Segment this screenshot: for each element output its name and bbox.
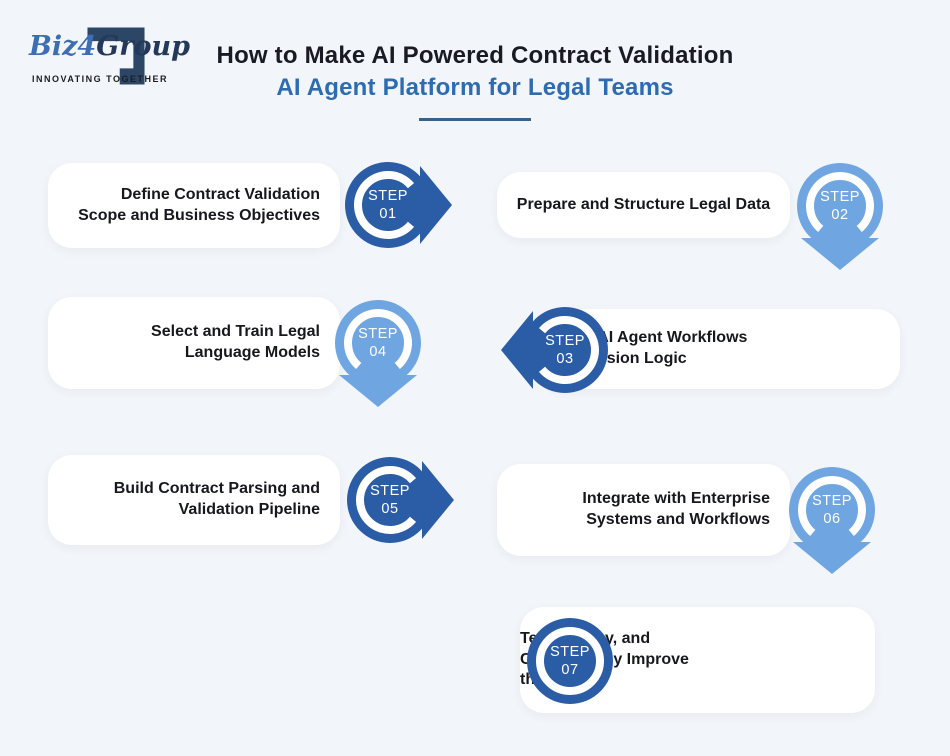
- step-word: STEP: [550, 643, 590, 660]
- step-badge-5: STEP 05: [324, 434, 456, 566]
- step-word: STEP: [370, 482, 410, 499]
- step-badge-label: STEP 02: [774, 140, 906, 272]
- page-title-line1: How to Make AI Powered Contract Validati…: [216, 42, 734, 69]
- step-number: 05: [381, 501, 399, 517]
- step-number: 01: [379, 206, 397, 222]
- step-number: 06: [823, 511, 841, 527]
- step-number: 07: [561, 662, 579, 678]
- step-card-6: Integrate with Enterprise Systems and Wo…: [497, 464, 790, 556]
- step-badge-1: STEP 01: [322, 139, 454, 271]
- step-text-4: Select and Train Legal Language Models: [151, 323, 320, 361]
- step-number: 02: [831, 207, 849, 223]
- step-card-2: Prepare and Structure Legal Data: [497, 172, 790, 238]
- step-card-4: Select and Train Legal Language Models: [48, 297, 340, 389]
- page-title-line2: AI Agent Platform for Legal Teams: [276, 74, 674, 101]
- step-badge-label: STEP 05: [324, 434, 456, 566]
- step-badge-2: STEP 02: [774, 140, 906, 272]
- logo-bracket-icon: [87, 27, 145, 85]
- step-word: STEP: [545, 332, 585, 349]
- step-badge-6: STEP 06: [766, 444, 898, 576]
- circle-arrow-left-icon: [501, 307, 608, 393]
- step-badge-7: STEP 07: [504, 595, 636, 727]
- step-badge-label: STEP 04: [312, 277, 444, 409]
- step-word: STEP: [820, 188, 860, 205]
- circle-arrow-right-icon: [347, 457, 454, 543]
- circle-arrow-down-icon: [335, 300, 421, 407]
- step-text-6: Integrate with Enterprise Systems and Wo…: [582, 490, 770, 528]
- step-badge-label: STEP 03: [499, 284, 631, 416]
- step-card-5: Build Contract Parsing and Validation Pi…: [48, 455, 340, 545]
- logo-text-4: 4: [77, 31, 97, 62]
- step-badge-4: STEP 04: [312, 277, 444, 409]
- logo-tagline: INNOVATING TOGETHER: [32, 74, 169, 84]
- step-word: STEP: [812, 492, 852, 509]
- circle-arrow-right-icon: [345, 162, 452, 248]
- step-word: STEP: [368, 187, 408, 204]
- logo-text-biz: Biz: [29, 31, 78, 62]
- step-word: STEP: [358, 325, 398, 342]
- step-text-5: Build Contract Parsing and Validation Pi…: [113, 480, 320, 518]
- logo-text-group: Group: [96, 31, 191, 62]
- circle-arrow-down-icon: [789, 467, 875, 574]
- step-text-2: Prepare and Structure Legal Data: [516, 195, 771, 213]
- step-text-1: Define Contract Validation Scope and Bus…: [78, 185, 320, 224]
- biz4group-logo: Biz4Group INNOVATING TOGETHER: [25, 15, 190, 105]
- step-badge-label: STEP 01: [322, 139, 454, 271]
- logo-wordmark: Biz4Group: [29, 31, 190, 62]
- step-badge-label: STEP 06: [766, 444, 898, 576]
- title-underline: [419, 118, 531, 121]
- circle-arrow-down-icon: [797, 163, 883, 270]
- circle-ring-icon: [527, 618, 613, 704]
- step-number: 03: [556, 351, 574, 367]
- step-badge-3: STEP 03: [499, 284, 631, 416]
- step-card-1: Define Contract Validation Scope and Bus…: [48, 163, 340, 248]
- step-number: 04: [369, 344, 387, 360]
- step-badge-label: STEP 07: [504, 595, 636, 727]
